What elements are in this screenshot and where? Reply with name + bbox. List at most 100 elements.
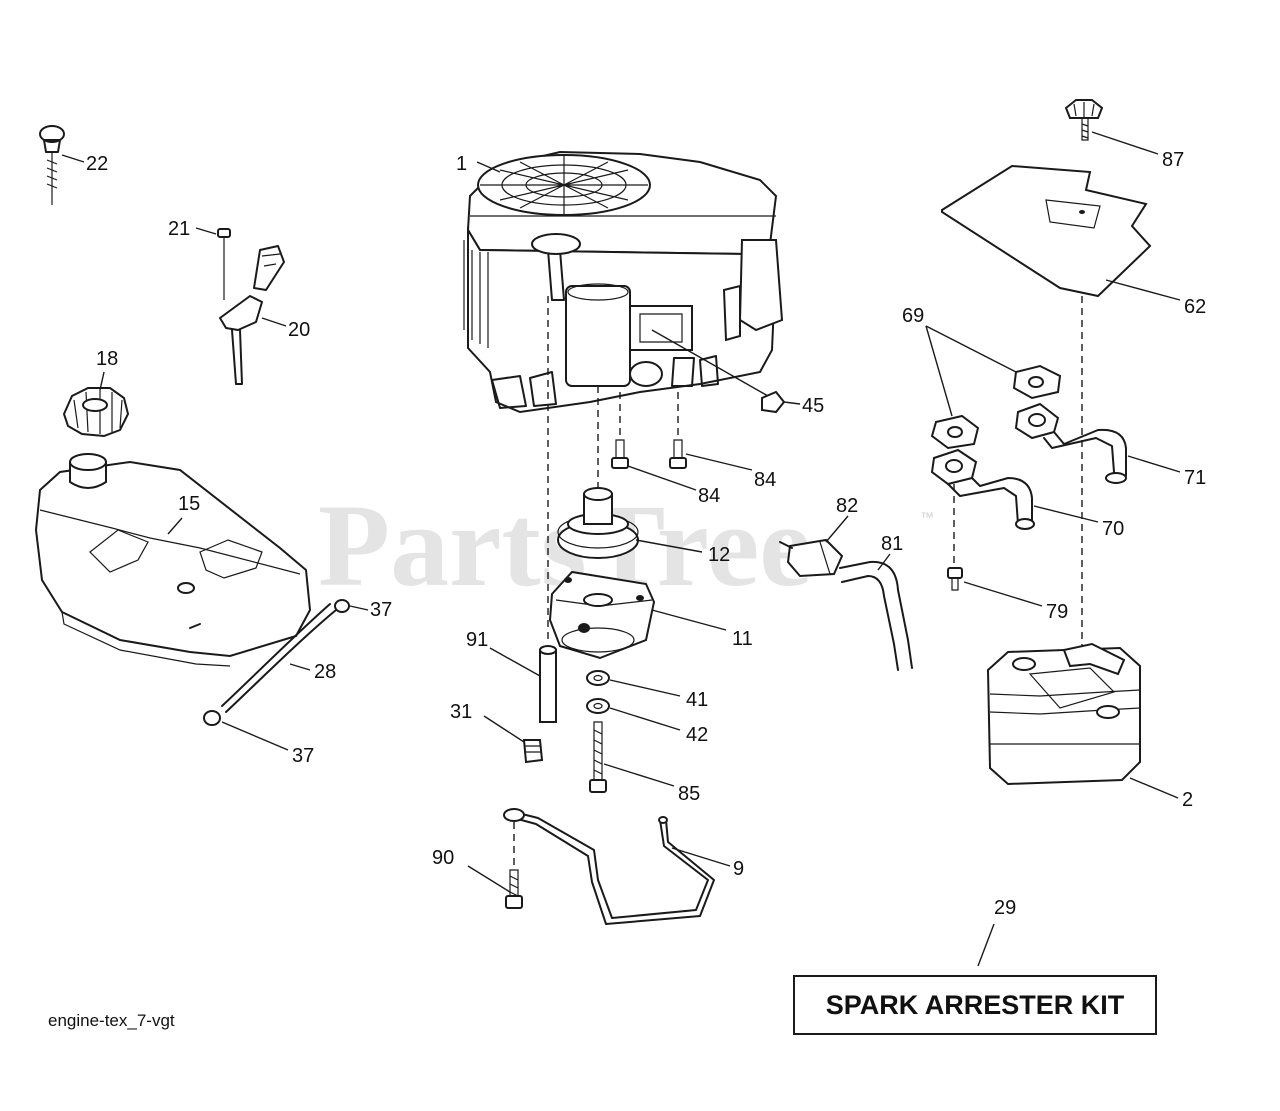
callout-81: 81 [881,533,903,555]
trademark-mark: ™ [920,509,934,525]
callout-71: 71 [1184,467,1206,489]
part-87-knob[interactable] [1064,99,1104,141]
part-1-engine[interactable] [463,150,784,414]
leader-42 [609,707,681,731]
part-31-fitting[interactable] [522,739,544,764]
callout-87: 87 [1162,149,1184,171]
callout-37-a: 37 [370,599,392,621]
part-70-exhaust-pipe[interactable] [930,448,1035,530]
leader-79 [963,581,1043,607]
part-81-fuel-hose[interactable] [839,560,913,671]
callout-29: 29 [994,897,1016,919]
part-91-spacer[interactable] [539,645,557,723]
part-90-bolt[interactable] [505,869,523,909]
part-69-gasket-b[interactable] [930,414,980,450]
part-37-clamp-lower[interactable] [203,710,221,726]
callout-85: 85 [678,783,700,805]
leader-18 [99,371,105,391]
callout-1: 1 [456,153,467,175]
callout-37-b: 37 [292,745,314,767]
callout-84-b: 84 [754,469,776,491]
callout-82: 82 [836,495,858,517]
leader-29 [977,923,995,967]
callout-21: 21 [168,218,190,240]
leader-20 [261,317,287,327]
part-85-bolt[interactable] [589,721,607,793]
part-20-throttle-control[interactable] [219,245,285,385]
callout-90: 90 [432,847,454,869]
callout-18: 18 [96,348,118,370]
callout-45: 45 [802,395,824,417]
leader-45-a [651,329,769,397]
part-22-plug[interactable] [39,125,65,205]
leader-62 [1105,279,1181,301]
leader-37b [221,721,289,751]
leader-41 [609,679,681,697]
spark-arrester-kit-box[interactable]: SPARK ARRESTER KIT [793,975,1157,1035]
part-69-gasket-a[interactable] [1012,364,1062,400]
callout-70: 70 [1102,518,1124,540]
leader-84a [627,465,697,491]
part-82-fuel-filter[interactable] [779,538,844,578]
part-11-clutch[interactable] [548,570,656,660]
callout-11: 11 [732,628,753,650]
leader-84b [685,453,753,471]
part-37-clamp-upper[interactable] [334,599,350,613]
spark-arrester-kit-label: SPARK ARRESTER KIT [826,990,1125,1020]
leader-70 [1033,505,1099,523]
leader-31 [483,715,525,743]
callout-41: 41 [686,689,708,711]
leader-91 [489,647,541,677]
leader-69-b [925,325,953,417]
leader-87 [1091,131,1159,155]
leader-82 [825,515,849,543]
leader-90 [467,865,511,893]
leader-11 [651,609,727,631]
part-12-pulley[interactable] [557,487,639,559]
callout-69: 69 [902,305,924,327]
part-9-rod[interactable] [503,808,715,925]
leader-69-a [925,325,1017,373]
part-62-heat-shield[interactable] [941,164,1152,298]
callout-31: 31 [450,701,472,723]
leader-1 [476,161,501,173]
part-42-washer[interactable] [586,698,610,714]
leader-15 [167,517,183,535]
part-18-fuel-cap[interactable] [62,387,130,438]
callout-12: 12 [708,544,730,566]
leader-45 [783,401,801,405]
part-71-exhaust-pipe[interactable] [1014,402,1127,484]
leader-37a [349,605,369,611]
part-2-muffler[interactable] [986,642,1141,786]
part-41-washer[interactable] [586,670,610,686]
leader-21 [195,227,217,235]
leader-71 [1127,455,1181,473]
callout-28: 28 [314,661,336,683]
leader-28 [289,663,311,671]
leader-2 [1129,777,1179,799]
part-79-screw[interactable] [947,567,963,591]
callout-20: 20 [288,319,310,341]
callout-79: 79 [1046,601,1068,623]
diagram-code: engine-tex_7-vgt [48,1011,175,1030]
part-45-fitting[interactable] [761,390,786,414]
leader-22 [61,154,85,163]
callout-84-a: 84 [698,485,720,507]
callout-9: 9 [733,858,744,880]
part-21-screw[interactable] [217,228,231,300]
part-84-bolt-right[interactable] [669,439,687,469]
callout-2: 2 [1182,789,1193,811]
part-15-fuel-tank[interactable] [34,453,312,667]
leader-12 [635,539,703,553]
part-84-bolt-left[interactable] [611,439,629,469]
leader-81 [877,553,891,571]
callout-22: 22 [86,153,108,175]
callout-91: 91 [466,629,488,651]
part-28-fuel-hose[interactable] [221,603,337,713]
callout-62: 62 [1184,296,1206,318]
leader-9 [671,847,731,867]
leader-85 [603,763,675,787]
callout-42: 42 [686,724,708,746]
callout-15: 15 [178,493,200,515]
